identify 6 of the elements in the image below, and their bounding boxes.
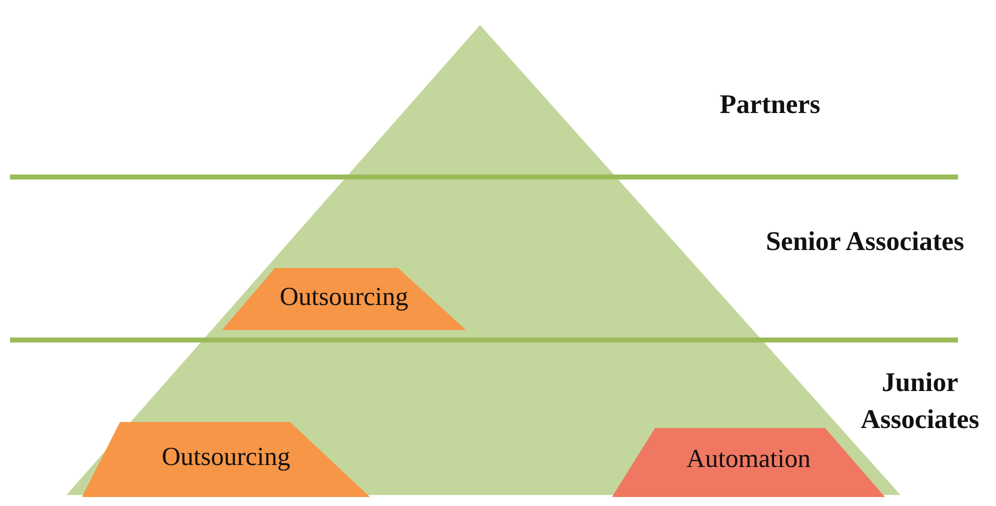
tier-label: Senior Associates [765, 225, 965, 258]
segment-label: Outsourcing [278, 282, 410, 312]
tier-label: Junior Associates [860, 366, 980, 436]
segment-label: Outsourcing [160, 442, 292, 472]
tier-label: Partners [718, 88, 822, 121]
segment-label: Automation [685, 444, 812, 474]
